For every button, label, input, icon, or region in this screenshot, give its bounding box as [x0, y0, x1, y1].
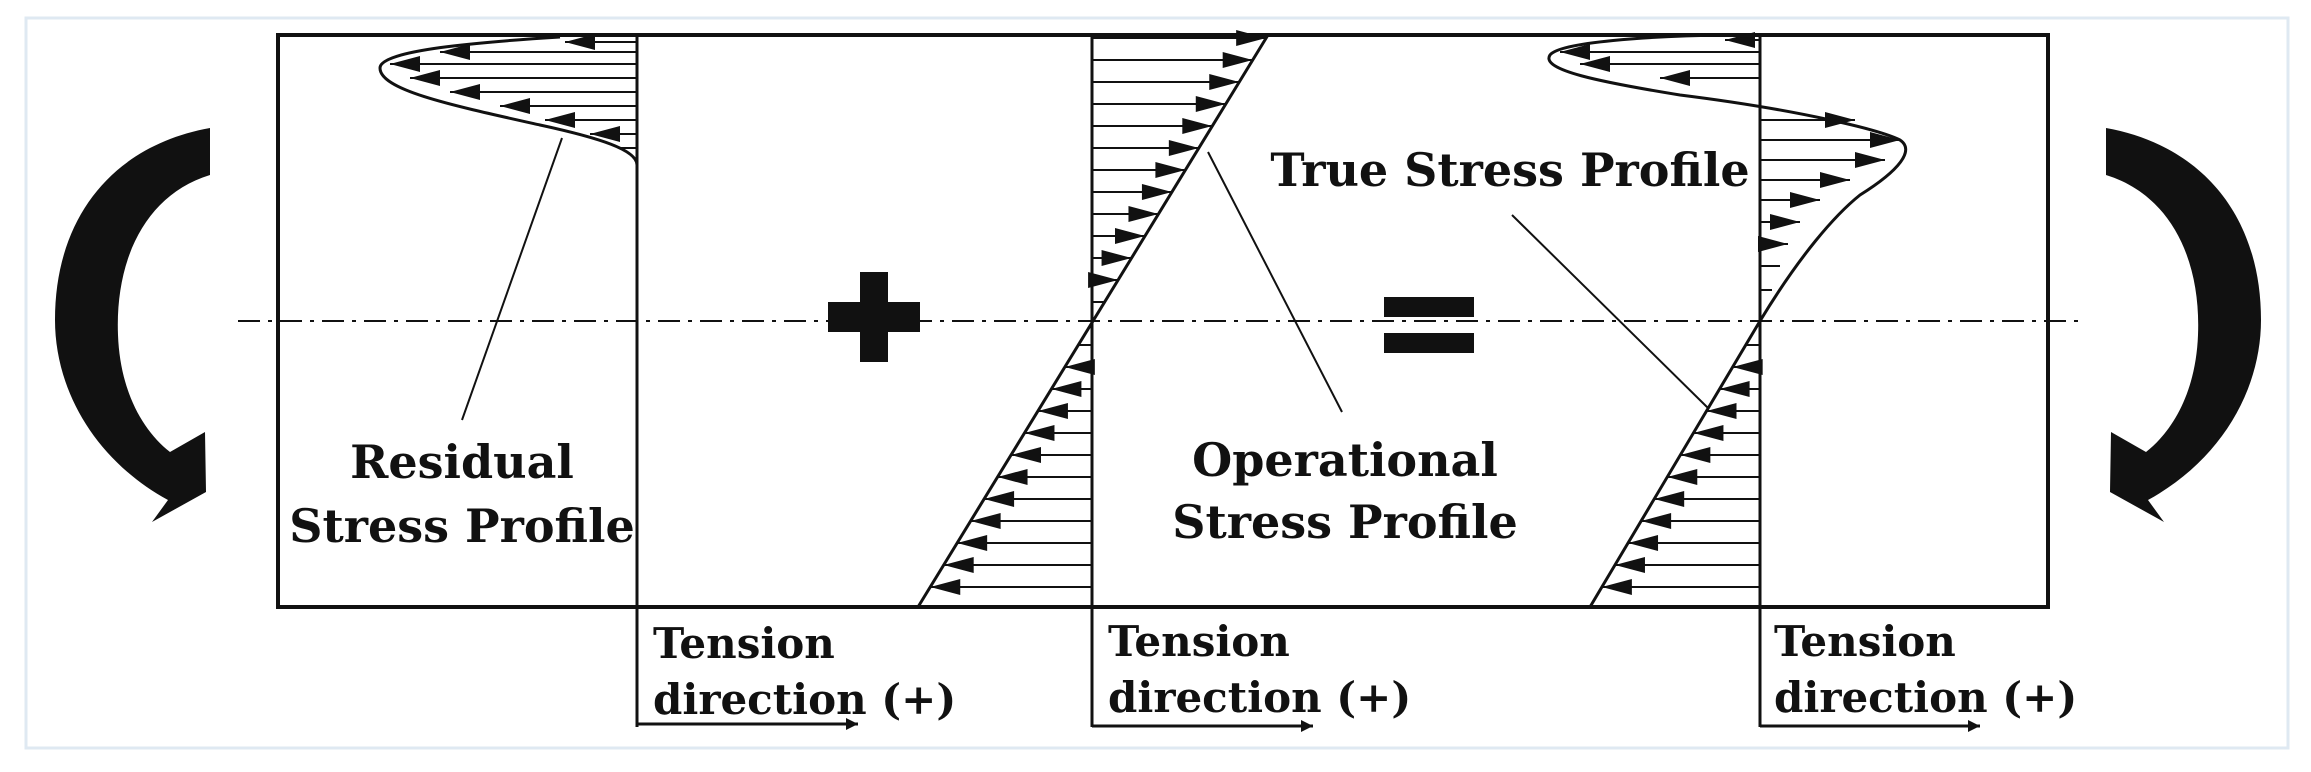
- operational-line: [916, 34, 1270, 608]
- residual-arrow-head: [500, 98, 530, 114]
- tension-label-3: Tension: [1774, 617, 1956, 666]
- true-curve: [1547, 33, 1908, 608]
- residual-arrow-head: [590, 126, 620, 142]
- true-compression-arrow-head: [1693, 425, 1724, 441]
- true-compression-arrow-head: [1719, 381, 1750, 397]
- outer-frame: [24, 16, 2290, 750]
- operational-label-line2: Stress Profile: [1172, 495, 1517, 549]
- true-compression-arrow-head: [1654, 491, 1685, 507]
- true-compression-arrow-head: [1560, 44, 1590, 60]
- plus-sign: [828, 272, 920, 362]
- operational-compression-arrow-head: [957, 535, 988, 551]
- true-compression-arrow-head: [1614, 557, 1645, 573]
- operational-compression-arrow-head: [1024, 425, 1055, 441]
- true-compression-arrow-head: [1732, 359, 1763, 375]
- true-compression-arrow-head: [1680, 447, 1711, 463]
- operational-tension-arrow-head: [1222, 52, 1253, 68]
- residual-arrow-head: [545, 112, 575, 128]
- operational-tension-arrow-head: [1088, 272, 1119, 288]
- true-compression-arrow-head: [1706, 403, 1737, 419]
- operational-leader-line: [1207, 151, 1343, 413]
- true-tension-arrow-head: [1855, 152, 1885, 168]
- direction-label-1: direction (+): [653, 675, 956, 724]
- operational-tension-arrow-head: [1115, 228, 1146, 244]
- residual-arrow-head: [390, 56, 420, 72]
- true-tension-arrow-head: [1825, 112, 1855, 128]
- operational-compression-arrow-head: [1037, 403, 1068, 419]
- operational-tension-arrow-head: [1141, 184, 1172, 200]
- true-compression-arrow-head: [1628, 535, 1659, 551]
- curved-bending-arrow-left: [55, 128, 210, 522]
- true-tension-arrow-head: [1770, 214, 1800, 230]
- residual-arrow-head: [450, 84, 480, 100]
- equals-sign: [1384, 297, 1474, 353]
- operational-compression-arrow-head: [943, 557, 974, 573]
- operational-compression-arrow-head: [984, 491, 1015, 507]
- operational-tension-arrow-head: [1182, 118, 1213, 134]
- true-compression-arrow-head: [1601, 579, 1632, 595]
- true-leader-line: [1511, 214, 1709, 409]
- true-compression-arrow-head: [1641, 513, 1672, 529]
- true-compression-arrow-head: [1725, 32, 1755, 48]
- operational-tension-arrow-head: [1155, 162, 1186, 178]
- residual-label-line1: Residual: [350, 435, 574, 489]
- curved-bending-arrow-right: [2106, 128, 2261, 522]
- operational-compression-arrow-head: [930, 579, 961, 595]
- operational-tension-arrow-head: [1101, 250, 1132, 266]
- residual-arrow-head: [410, 70, 440, 86]
- true-profile-label: True Stress Profile: [1270, 143, 1749, 197]
- operational-tension-arrow-head: [1128, 206, 1159, 222]
- operational-tension-arrow-head: [1168, 140, 1199, 156]
- operational-label-line1: Operational: [1192, 433, 1498, 487]
- true-arrows: [1560, 32, 1900, 595]
- true-tension-arrow-head: [1790, 192, 1820, 208]
- direction-label-3: direction (+): [1774, 673, 2077, 722]
- true-tension-arrow-head: [1758, 236, 1788, 252]
- residual-arrow-head: [565, 34, 595, 50]
- operational-tension-arrow-head: [1209, 74, 1240, 90]
- true-compression-arrow-head: [1667, 469, 1698, 485]
- operational-tension-arrow-head: [1195, 96, 1226, 112]
- residual-label-line2: Stress Profile: [289, 499, 634, 553]
- true-tension-arrow-head: [1820, 172, 1850, 188]
- residual-arrow-head: [440, 44, 470, 60]
- residual-leader-line: [461, 137, 563, 421]
- residual-curve: [378, 35, 639, 166]
- operational-compression-arrow-head: [1051, 381, 1082, 397]
- true-tension-arrow-head: [1870, 132, 1900, 148]
- true-compression-arrow-head: [1580, 56, 1610, 72]
- operational-compression-arrow-head: [997, 469, 1028, 485]
- operational-compression-arrow-head: [1011, 447, 1042, 463]
- residual-arrows: [390, 34, 637, 149]
- true-compression-arrow-head: [1660, 70, 1690, 86]
- operational-arrows: [930, 30, 1267, 595]
- operational-compression-arrow-head: [970, 513, 1001, 529]
- direction-label-2: direction (+): [1108, 673, 1411, 722]
- operational-compression-arrow-head: [1064, 359, 1095, 375]
- operational-tension-arrow-head: [1236, 30, 1267, 46]
- tension-label-1: Tension: [653, 619, 835, 668]
- tension-label-2: Tension: [1108, 617, 1290, 666]
